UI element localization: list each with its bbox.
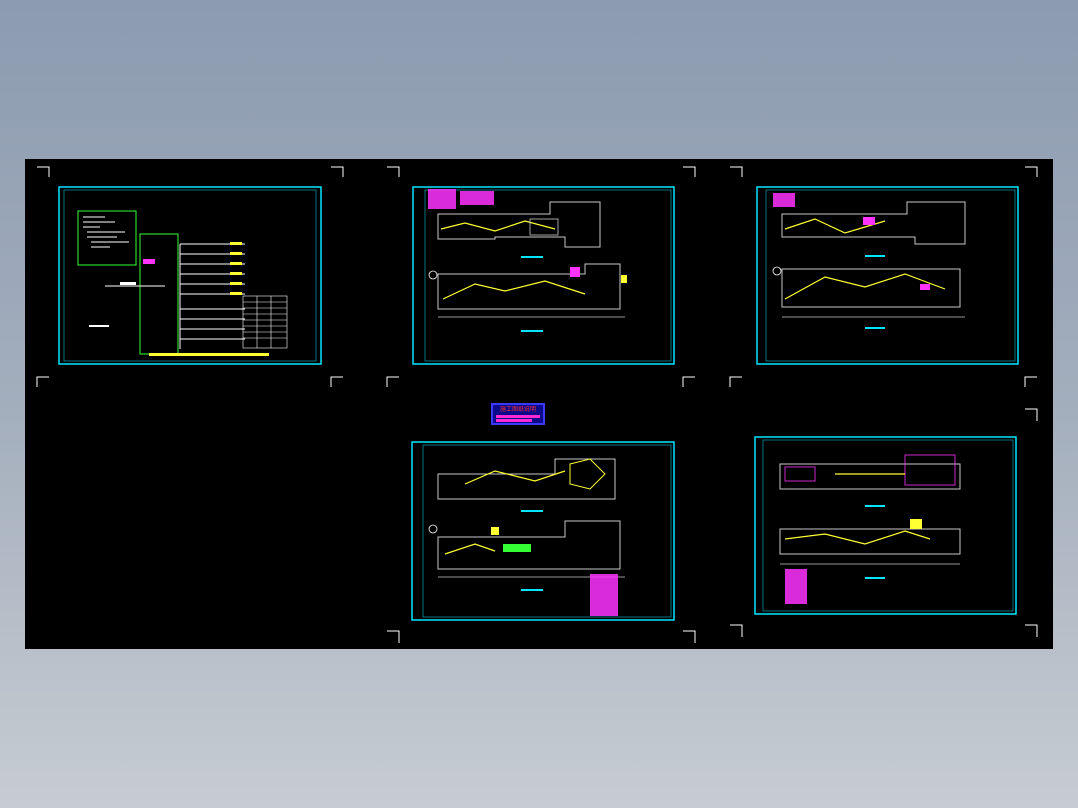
stamp-text-line xyxy=(496,415,540,418)
sheet-floor-plan-4[interactable] xyxy=(411,441,675,621)
sheet-floor-plan-5[interactable] xyxy=(754,436,1017,615)
drawing-stamp[interactable]: 施工图纸说明 xyxy=(491,403,545,425)
sheet-system-diagram[interactable] xyxy=(58,186,322,365)
stamp-title: 施工图纸说明 xyxy=(499,406,536,413)
cad-drawing-canvas[interactable] xyxy=(25,159,1053,649)
sheet-floor-plan-3[interactable] xyxy=(756,186,1019,365)
crop-marks xyxy=(36,166,1038,643)
stamp-text-line xyxy=(496,419,532,422)
sheet-floor-plan-2[interactable] xyxy=(412,186,675,365)
cad-model-viewport[interactable]: 施工图纸说明 xyxy=(25,159,1053,649)
